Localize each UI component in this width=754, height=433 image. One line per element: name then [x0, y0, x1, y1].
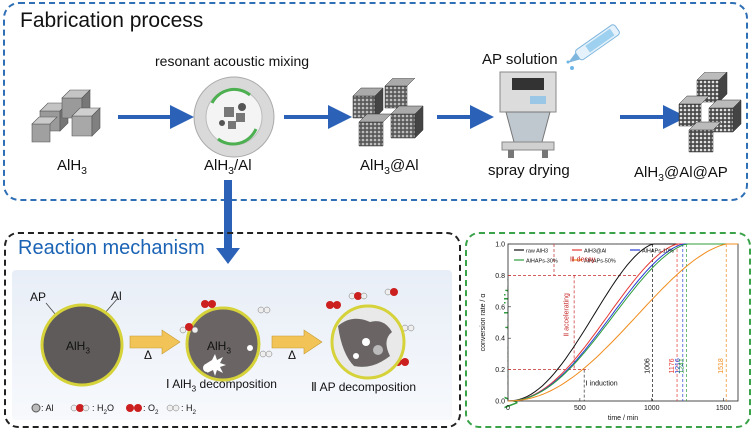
- end-time-label-1: 1176: [669, 358, 676, 373]
- vacuum-stability-chart: 0 500 1000 1500 0.0 0.2 0.4 0.6 0.8 1.0 time / min…: [480, 242, 739, 422]
- stage-label-accelerating: Ⅱ accelerating: [563, 293, 570, 336]
- end-time-label-3: 1241: [678, 358, 685, 374]
- ap-solution-label: AP solution: [482, 51, 558, 68]
- y-tick-label: 0.2: [495, 367, 505, 374]
- plot-frame: [507, 243, 739, 402]
- y-axis-label: conversion rate / α: [480, 294, 487, 352]
- x-tick-label: 1000: [644, 405, 660, 412]
- mixing-label: resonant acoustic mixing: [155, 53, 310, 69]
- fabrication-arrows: [118, 105, 687, 129]
- core-label-1: AlH3: [66, 339, 91, 356]
- final-product-label: AlH3@Al@AP: [634, 164, 728, 184]
- series-line-3: [507, 243, 738, 402]
- legend-o2: : O2: [143, 403, 159, 416]
- x-axis-label: time / min: [608, 415, 638, 422]
- pipette-icon: [566, 24, 620, 70]
- mechanism-title: Reaction mechanism: [18, 237, 205, 259]
- particle-intact: [40, 303, 124, 387]
- al-label: Al: [111, 289, 122, 303]
- ap-label: AP: [30, 290, 47, 304]
- x-tick-label: 500: [574, 405, 586, 412]
- legend-label-1: AlH3@Al: [584, 249, 606, 255]
- heat-arrow-2: [271, 329, 323, 355]
- spray-drying-label: spray drying: [488, 162, 570, 179]
- y-tick-label: 0.0: [495, 399, 505, 406]
- stage-label-induction: Ⅰ induction: [586, 380, 618, 387]
- fabrication-title: Fabrication process: [20, 9, 204, 32]
- particle-stage1: [185, 306, 261, 382]
- y-tick-label: 0.8: [495, 273, 505, 280]
- final-product-cluster-icon: [678, 72, 742, 153]
- alh3-al-label: AlH3/Al: [204, 157, 252, 177]
- legend-h2: : H2: [181, 403, 197, 416]
- alh3-cubes-icon: [31, 89, 101, 143]
- legend-label-4: AlHAPs-50%: [584, 259, 616, 265]
- x-tick-label: 0: [506, 405, 510, 412]
- stage1-label: Ⅰ AlH3 decomposition: [166, 377, 277, 394]
- mechanism-panel: [4, 232, 461, 428]
- species-legend-icons: [31, 403, 180, 413]
- alh3-at-al-label: AlH3@Al: [360, 157, 419, 177]
- legend-label-2: AlHAPs-10%: [642, 249, 674, 255]
- delta-1: Δ: [144, 348, 153, 362]
- legend-label-0: raw AlH3: [526, 249, 548, 255]
- mechanism-drawing: [40, 288, 415, 387]
- y-tick-label: 0.4: [495, 336, 505, 343]
- molecules: [179, 288, 415, 366]
- legend-label-3: AlHAPs-30%: [526, 259, 558, 265]
- x-tick-label: 1500: [716, 405, 732, 412]
- heat-arrow-1: [129, 329, 181, 355]
- fabrication-panel: [3, 2, 748, 201]
- y-tick-label: 1.0: [495, 242, 505, 249]
- vacuum-panel: [465, 232, 751, 428]
- stage-label-decay: Ⅲ decay: [570, 256, 596, 263]
- legend-al: : Al: [41, 403, 54, 413]
- end-time-label-2: 1216: [675, 358, 682, 374]
- end-time-label-4: 1518: [718, 358, 725, 374]
- connector-arrow: [216, 180, 240, 264]
- alh3-label: AlH3: [57, 157, 88, 177]
- spray-dryer-icon: [499, 71, 557, 158]
- stage2-label: Ⅱ AP decomposition: [311, 380, 417, 394]
- end-time-label-0: 1006: [645, 358, 652, 374]
- legend-h2o: : H2O: [92, 403, 115, 416]
- series-line-4: [507, 243, 738, 402]
- mixing-ring-icon: [193, 76, 275, 158]
- alh3-at-al-cluster-icon: [352, 78, 424, 147]
- core-label-2: AlH3: [207, 339, 232, 356]
- y-tick-label: 0.6: [495, 304, 505, 311]
- delta-2: Δ: [288, 348, 297, 362]
